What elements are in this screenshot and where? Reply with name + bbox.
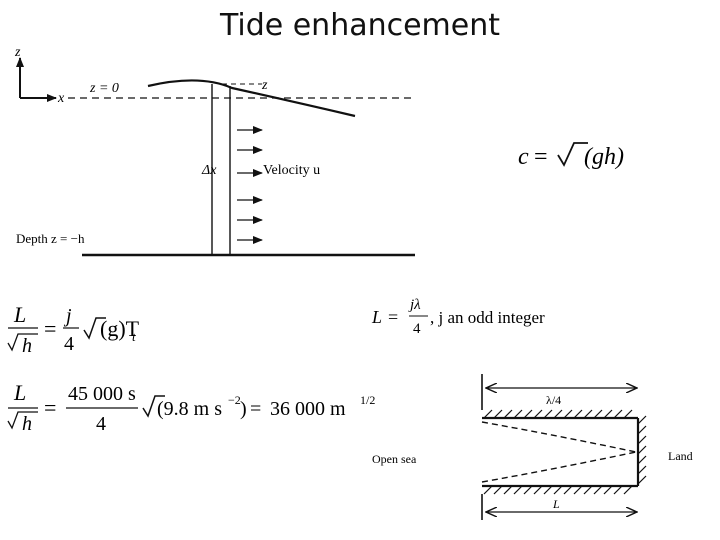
svg-text:1/2: 1/2 xyxy=(360,393,375,407)
svg-text:=: = xyxy=(250,398,261,420)
svg-text:4: 4 xyxy=(413,321,421,337)
slide-title: Tide enhancement xyxy=(219,8,501,43)
velocity-arrows xyxy=(237,126,263,244)
svg-text:=: = xyxy=(388,307,398,327)
svg-text:45 000 s: 45 000 s xyxy=(68,383,136,405)
svg-text:L: L xyxy=(13,380,26,405)
bottom-wall-hatching xyxy=(483,485,633,495)
ratio-equation: L h = j 4 (g)T t xyxy=(7,302,140,357)
basin-diagram: λ/4 xyxy=(372,374,693,520)
channel-diagram: z x z = 0 z Δx Velocity u Depth z = −h xyxy=(14,45,415,257)
svg-text:=: = xyxy=(534,144,548,170)
top-wall-hatching xyxy=(483,409,633,419)
svg-text:): ) xyxy=(240,398,247,420)
svg-text:t: t xyxy=(132,329,136,344)
svg-text:=: = xyxy=(44,316,56,341)
svg-text:(9.8 m s: (9.8 m s xyxy=(157,398,222,420)
wave-speed-equation: c = (gh) xyxy=(518,142,624,170)
svg-text:c: c xyxy=(518,144,529,170)
svg-text:(gh): (gh) xyxy=(584,144,624,170)
wave-z-label: z xyxy=(261,78,268,93)
z-axis-label: z xyxy=(14,45,21,60)
open-sea-label: Open sea xyxy=(372,452,417,466)
svg-text:jλ: jλ xyxy=(408,297,421,313)
svg-text:4: 4 xyxy=(64,333,74,355)
surface-label: z = 0 xyxy=(89,81,119,96)
svg-text:h: h xyxy=(22,413,32,435)
svg-text:4: 4 xyxy=(96,413,106,435)
resonance-equation: L = jλ 4 , j an odd integer xyxy=(371,297,545,337)
svg-text:h: h xyxy=(22,335,32,357)
numeric-equation: L h = 45 000 s 4 (9.8 m s −2 ) = 36 000 … xyxy=(7,380,375,435)
lambda-label: λ/4 xyxy=(546,393,561,407)
land-label: Land xyxy=(668,449,693,463)
x-axis-label: x xyxy=(57,91,65,106)
svg-text:=: = xyxy=(44,395,56,420)
length-label: L xyxy=(552,497,560,511)
svg-text:L: L xyxy=(371,307,382,327)
end-wall-hatching xyxy=(637,415,647,485)
velocity-label: Velocity u xyxy=(263,163,320,178)
svg-text:L: L xyxy=(13,302,26,327)
wave-envelope-upper xyxy=(481,421,637,453)
sqrt-sign xyxy=(557,142,588,167)
element-width-label: Δx xyxy=(201,163,217,178)
svg-text:(g)T: (g)T xyxy=(100,316,140,341)
wave-envelope-lower xyxy=(481,451,637,483)
svg-text:−2: −2 xyxy=(228,393,241,407)
svg-text:36 000 m: 36 000 m xyxy=(270,398,346,420)
svg-text:j: j xyxy=(63,305,72,327)
wave-surface xyxy=(147,79,356,118)
depth-label: Depth z = −h xyxy=(16,231,85,246)
svg-text:, j an odd integer: , j an odd integer xyxy=(430,308,545,327)
